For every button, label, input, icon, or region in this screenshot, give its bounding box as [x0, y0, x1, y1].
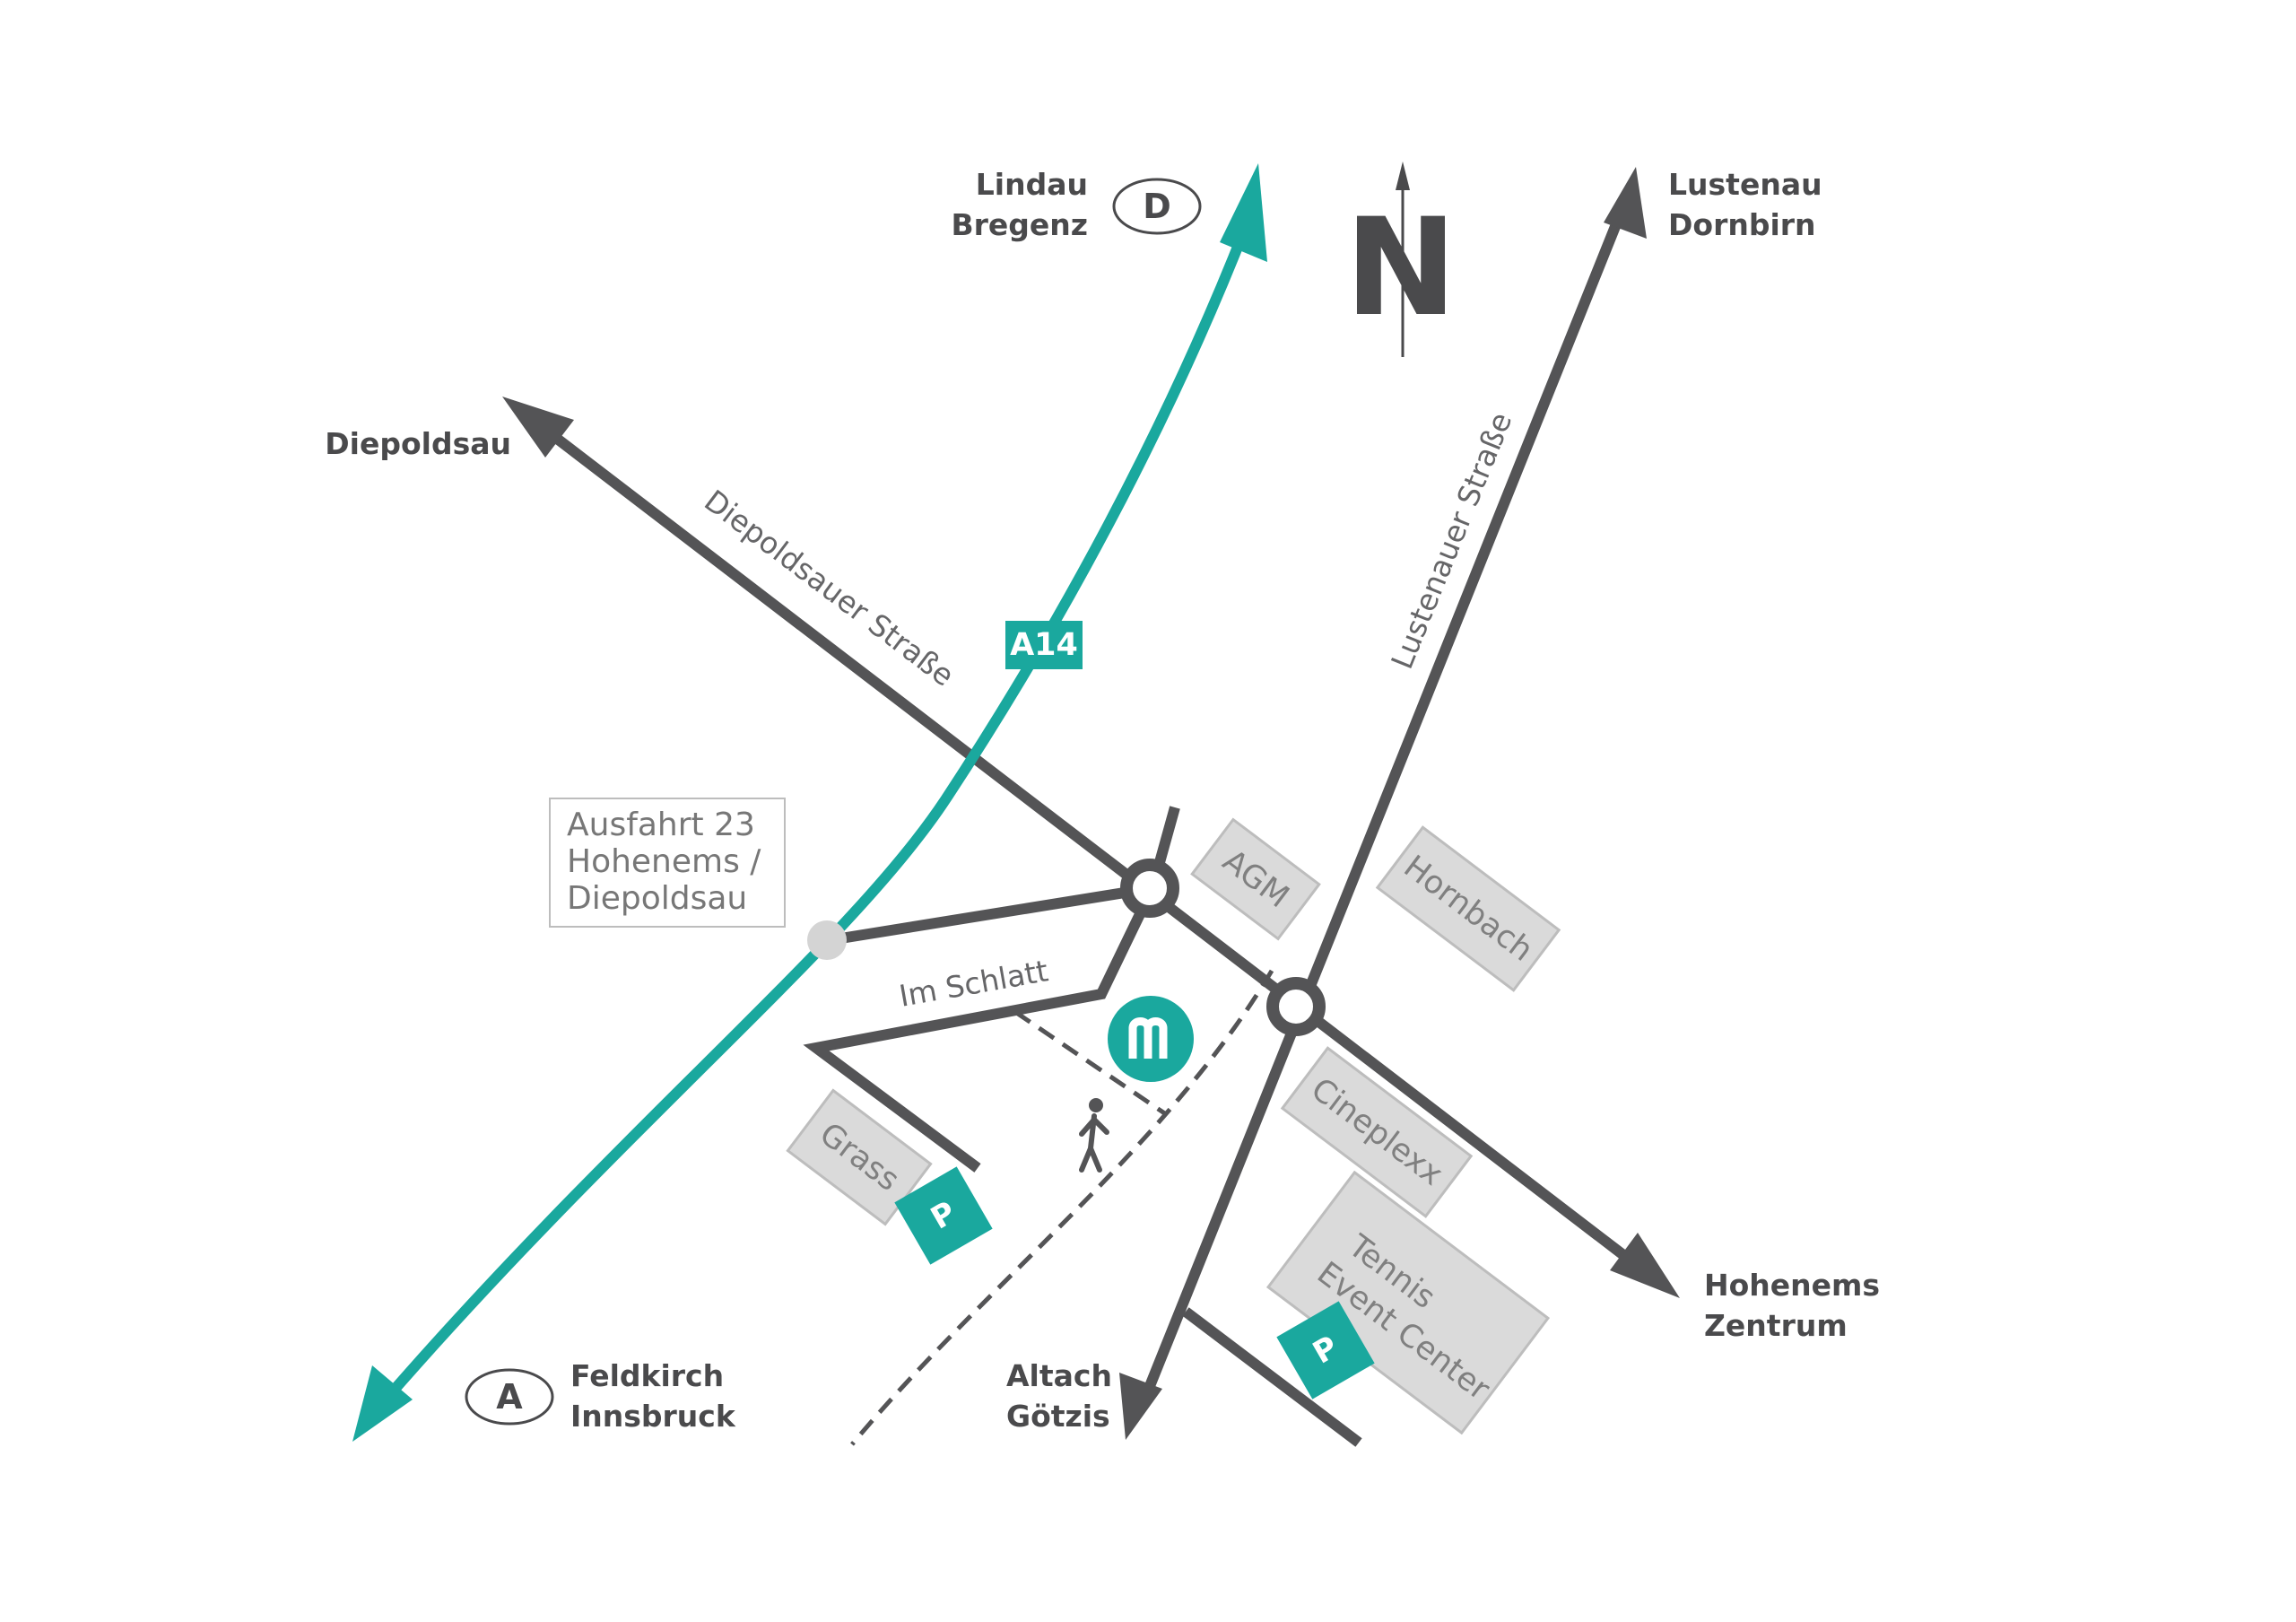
arrowhead-hohenems [1610, 1233, 1680, 1298]
roundabout-icon-east [1266, 977, 1326, 1036]
building-agm: AGM [1190, 817, 1321, 941]
destination-lustenau: Lustenau [1668, 167, 1822, 202]
destination-diepoldsau-label: Diepoldsau [325, 426, 511, 461]
arrowhead-a14-north [1220, 163, 1267, 262]
parking-icon-tennis: P [1276, 1301, 1375, 1400]
a14-shield: A14 [1005, 621, 1083, 669]
pedestrian-icon [1079, 1098, 1109, 1173]
m-logo-icon [1108, 996, 1194, 1082]
arrowhead-altach [1119, 1373, 1162, 1440]
walking-path-branch [1013, 1009, 1168, 1117]
exit-point-icon [807, 920, 847, 960]
destination-dornbirn: Dornbirn [1668, 207, 1816, 242]
exit-info-line1: Ausfahrt 23 [567, 807, 755, 843]
lustenauer-road [1139, 204, 1629, 1402]
a14-highway [381, 222, 1252, 1403]
country-badge-a [465, 1368, 554, 1426]
destination-goetzis: Götzis [1006, 1399, 1110, 1434]
building-hornbach: Hornbach [1375, 825, 1561, 992]
destination-altach-goetzis: Altach Götzis [1006, 1358, 1112, 1434]
arrowhead-lustenau [1604, 167, 1647, 239]
roundabout-icon-west [1120, 859, 1179, 918]
arrowhead-a14-south [352, 1365, 413, 1442]
north-letter: N [1344, 190, 1457, 346]
destination-zentrum: Zentrum [1704, 1308, 1848, 1343]
destination-innsbruck: Innsbruck [570, 1399, 736, 1434]
destination-lindau-bregenz: Lindau Bregenz D [951, 167, 1202, 242]
exit-connector-road [829, 883, 1153, 946]
exit-info-line2: Hohenems / [567, 843, 761, 880]
destination-feldkirch: Feldkirch [570, 1358, 724, 1393]
destination-feldkirch-innsbruck: A Feldkirch Innsbruck [465, 1358, 736, 1434]
destination-lindau: Lindau [976, 167, 1088, 202]
destination-bregenz: Bregenz [951, 207, 1088, 242]
im-schlatt-road [803, 885, 1158, 1173]
arrowhead-diepoldsau [502, 397, 574, 458]
country-badge-a-label: A [496, 1377, 523, 1417]
exit-info-line3: Diepoldsau [567, 880, 747, 917]
walking-path [850, 969, 1274, 1446]
parking-icon-grass: P [894, 1166, 993, 1265]
tennis-access-road [1182, 1307, 1362, 1447]
exit-info-box: Ausfahrt 23 Hohenems / Diepoldsau [549, 798, 786, 928]
country-badge-d-label: D [1143, 187, 1171, 226]
destination-lustenau-dornbirn: Lustenau Dornbirn [1668, 167, 1822, 242]
a14-shield-label: A14 [1010, 627, 1078, 663]
country-badge-d [1112, 178, 1202, 235]
destination-hohenems: Hohenems [1704, 1268, 1880, 1303]
destination-altach: Altach [1006, 1358, 1112, 1393]
street-label-diepoldsauer: Diepoldsauer Straße [698, 483, 961, 693]
north-arrow-icon: N [1344, 161, 1457, 357]
diepoldsauer-road [545, 428, 1649, 1277]
destination-diepoldsau: Diepoldsau [325, 426, 511, 461]
destination-hohenems-zentrum: Hohenems Zentrum [1704, 1268, 1880, 1343]
